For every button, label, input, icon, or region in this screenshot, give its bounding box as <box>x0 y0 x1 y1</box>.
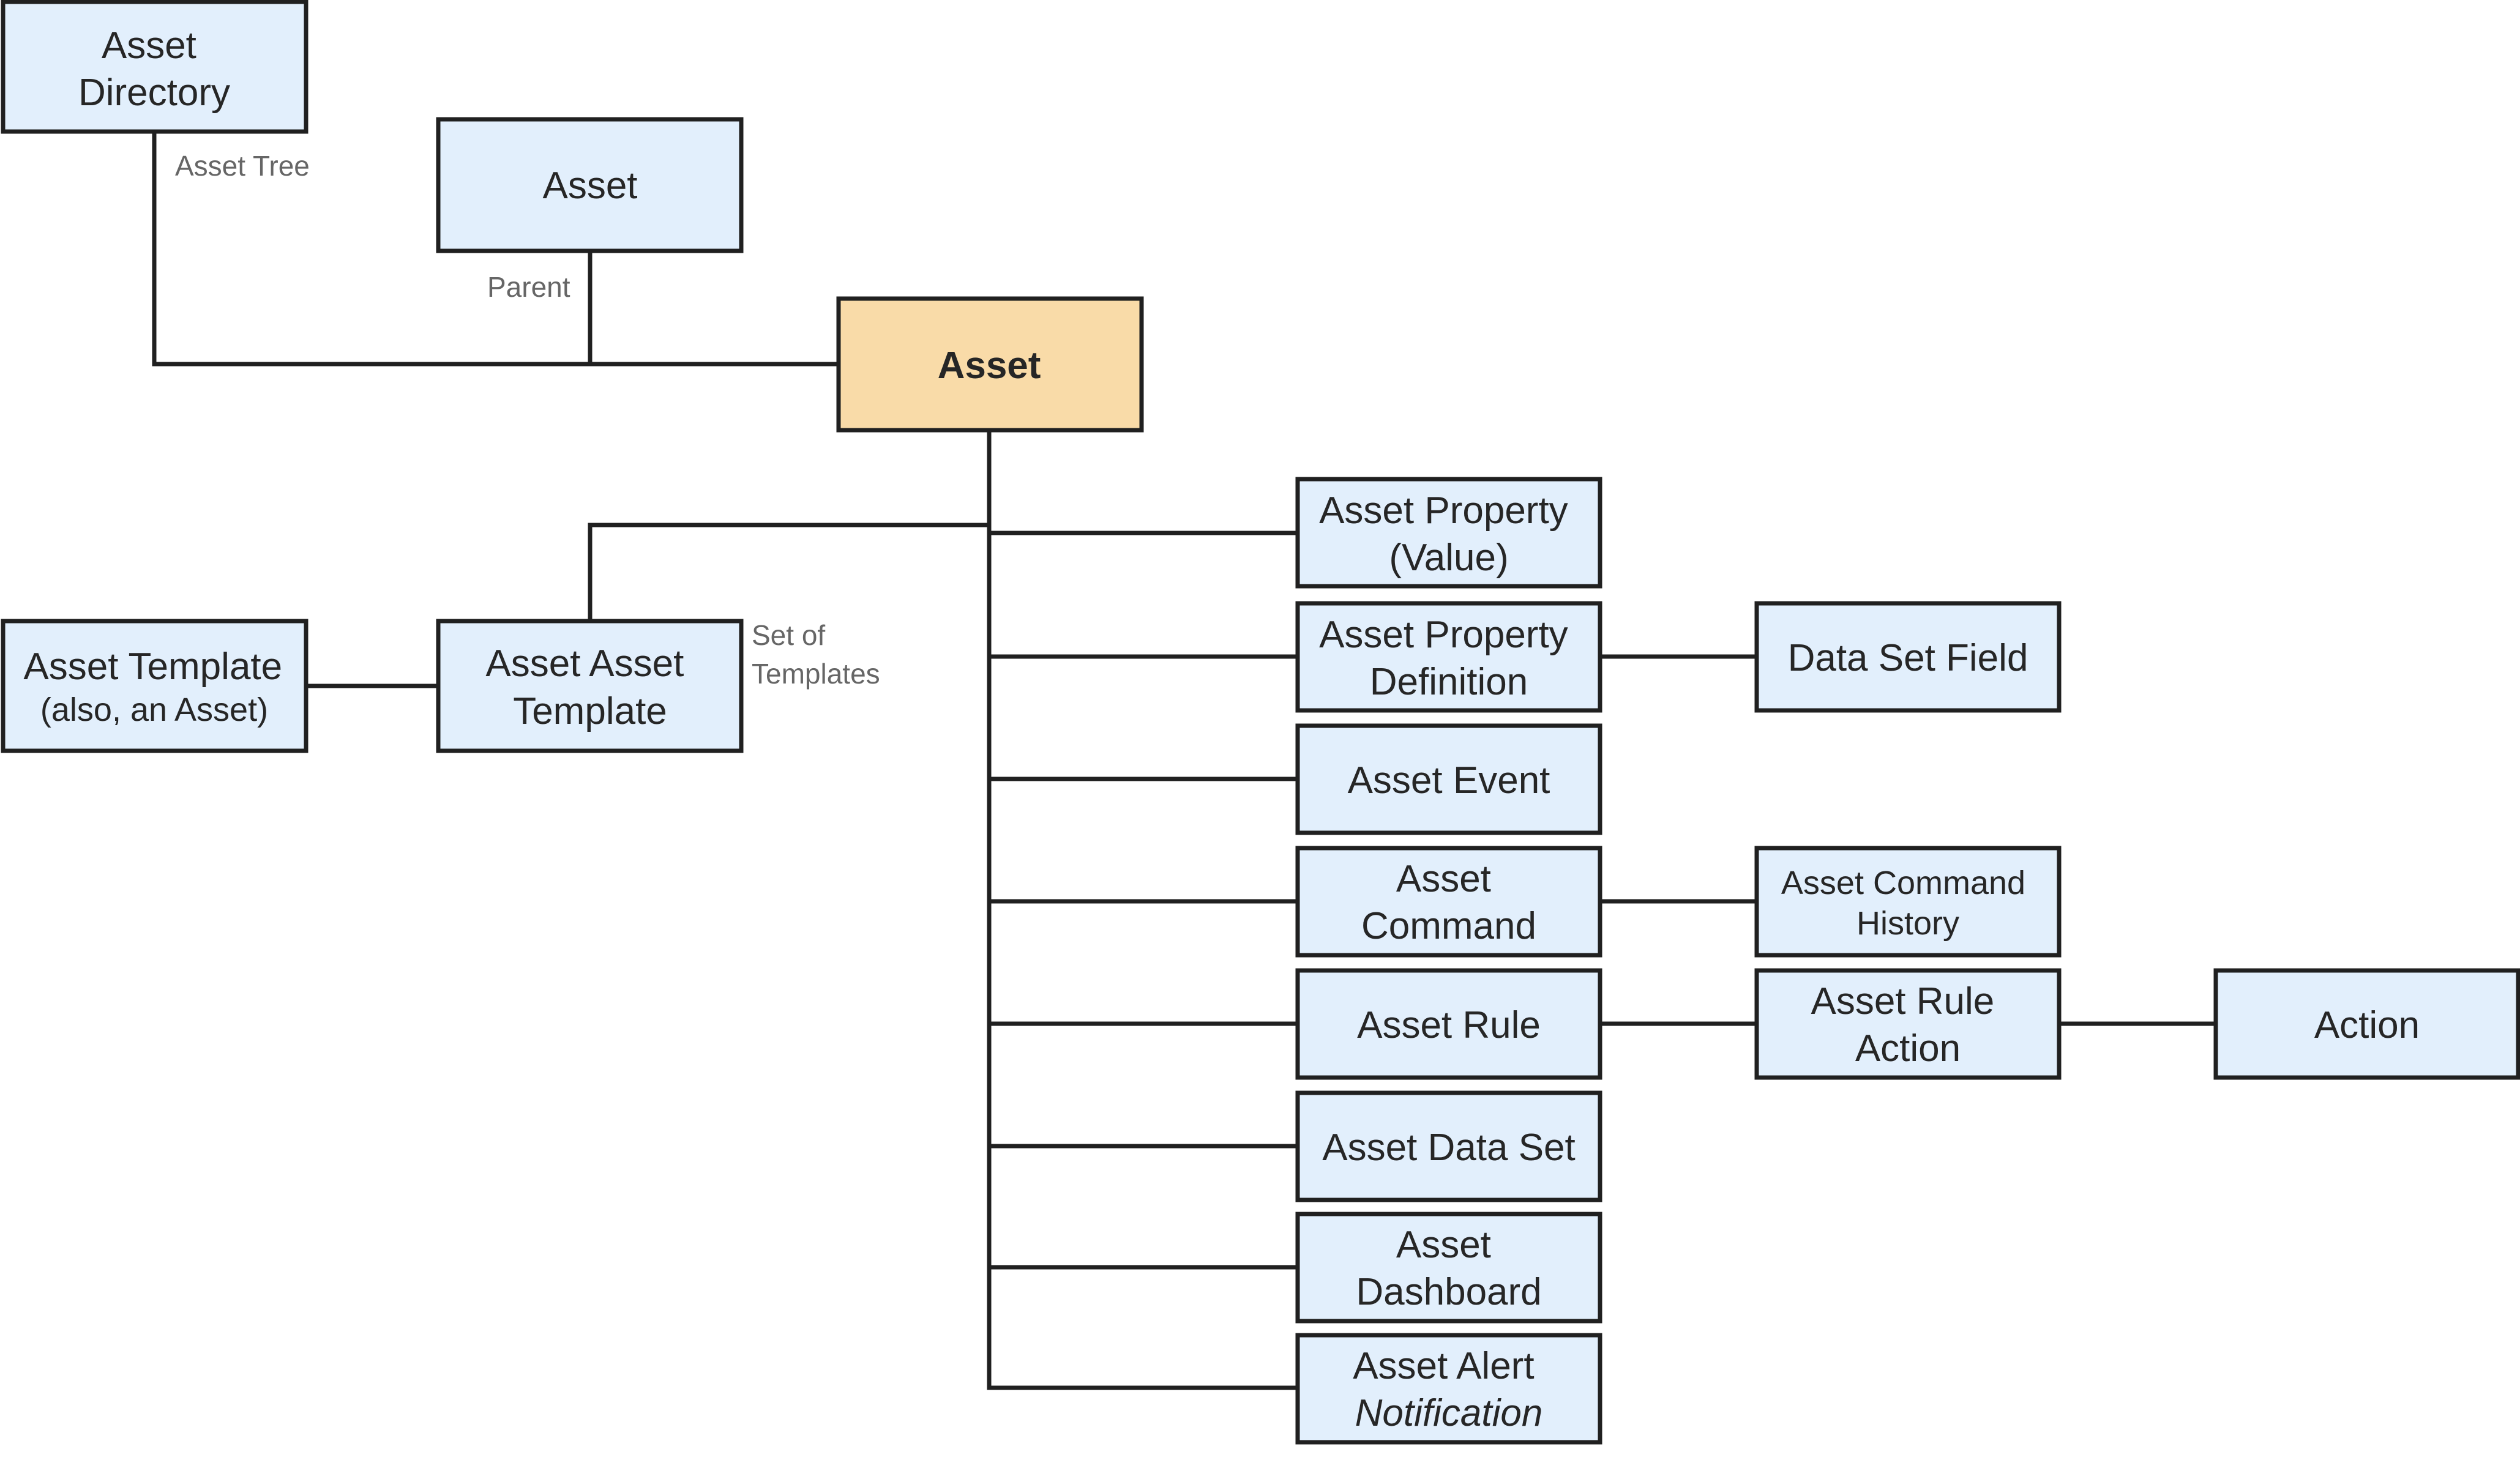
asset-event-line-1: Asset Event <box>1348 759 1550 802</box>
asset-property-value-line-2: (Value) <box>1389 537 1508 579</box>
node-asset-asset-template: Asset Asset Template <box>436 619 744 753</box>
edge-asset-asset-template <box>588 523 992 624</box>
asset-command-line-1: Asset <box>1396 858 1491 900</box>
svg-text:Action: Action <box>2314 1004 2420 1046</box>
data-set-field-line-1: Data Set Field <box>1788 637 2028 679</box>
connectors <box>152 129 2218 1390</box>
node-data-set-field: Data Set Field <box>1754 601 2062 713</box>
asset-parent-line-1: Asset <box>542 165 637 207</box>
svg-text:Asset Alert Notification: Asset Alert Notification <box>1353 1345 1545 1434</box>
node-asset-rule-action: Asset Rule Action <box>1754 968 2062 1080</box>
svg-text:Asset Asset Template: Asset Asset Template <box>485 642 694 732</box>
label-asset-tree: Asset Tree <box>175 150 310 182</box>
svg-text:Asset Template (also, an: Asset Template (also, an Asset) <box>23 646 285 728</box>
asset-property-definition-line-2: Definition <box>1370 661 1528 703</box>
asset-property-value-line-1: Asset Property <box>1319 490 1568 532</box>
svg-text:Asset Command: Asset Command <box>1361 858 1536 947</box>
svg-text:Asset Directory: Asset Directory <box>78 24 230 114</box>
svg-text:Asset Data Set: Asset Data Set <box>1322 1127 1576 1169</box>
node-asset-directory: Asset Directory <box>1 0 308 134</box>
asset-dashboard-line-1: Asset <box>1396 1224 1491 1266</box>
svg-text:Asset: Asset <box>542 165 637 207</box>
svg-text:Asset Command History: Asset Command History <box>1781 865 2035 942</box>
label-set-of-templates-line-2: Templates <box>752 658 880 690</box>
edge-asset-directory <box>152 129 841 367</box>
node-asset: Asset <box>836 296 1144 433</box>
asset-dashboard-line-2: Dashboard <box>1356 1271 1541 1313</box>
svg-text:Asset Rule: Asset Rule <box>1357 1004 1541 1046</box>
label-set-of-templates-line-1: Set of <box>752 619 825 651</box>
asset-asset-template-line-1: Asset Asset <box>485 642 684 685</box>
asset-command-line-2: Command <box>1361 905 1536 947</box>
asset-directory-line-1: Asset <box>102 24 196 67</box>
node-asset-dashboard: Asset Dashboard <box>1295 1212 1602 1324</box>
svg-text:Asset Dashboard: Asset Dashboard <box>1356 1224 1541 1313</box>
node-asset-property-definition: Asset Property Definition <box>1295 601 1602 713</box>
svg-text:Asset Property (Value): Asset Property (Value) <box>1319 490 1579 579</box>
node-asset-command: Asset Command <box>1295 846 1602 958</box>
node-asset-template: Asset Template (also, an Asset) <box>1 619 308 753</box>
asset-rule-action-line-1: Asset Rule <box>1811 980 1994 1022</box>
svg-text:Asset: Asset <box>938 345 1041 387</box>
node-asset-property-value: Asset Property (Value) <box>1295 477 1602 589</box>
node-asset-command-history: Asset Command History <box>1754 846 2062 958</box>
asset-command-history-line-2: History <box>1856 905 1959 942</box>
asset-directory-line-2: Directory <box>78 72 230 114</box>
node-asset-event: Asset Event <box>1295 723 1602 835</box>
node-asset-parent: Asset <box>436 117 744 253</box>
asset-alert-notification-line-2: Notification <box>1355 1392 1543 1434</box>
asset-line-1: Asset <box>938 345 1041 387</box>
label-set-of-templates: Set of Templates <box>752 619 880 690</box>
svg-text:Asset Event: Asset Event <box>1348 759 1550 802</box>
asset-command-history-line-1: Asset Command <box>1781 865 2025 901</box>
node-asset-alert-notification: Asset Alert Notification <box>1295 1333 1602 1445</box>
asset-data-set-line-1: Asset Data Set <box>1322 1127 1576 1169</box>
svg-text:Asset Property Definitio: Asset Property Definition <box>1319 614 1579 703</box>
asset-rule-line-1: Asset Rule <box>1357 1004 1541 1046</box>
node-action: Action <box>2213 968 2520 1080</box>
asset-asset-template-line-2: Template <box>513 690 667 732</box>
action-line-1: Action <box>2314 1004 2420 1046</box>
svg-text:Data Set Field: Data Set Field <box>1788 637 2028 679</box>
asset-template-line-2: (also, an Asset) <box>40 691 268 728</box>
node-asset-rule: Asset Rule <box>1295 968 1602 1080</box>
label-parent: Parent <box>487 271 570 303</box>
asset-alert-notification-line-1: Asset Alert <box>1353 1345 1534 1387</box>
node-asset-data-set: Asset Data Set <box>1295 1090 1602 1202</box>
asset-property-definition-line-1: Asset Property <box>1319 614 1568 656</box>
asset-rule-action-line-2: Action <box>1855 1027 1961 1070</box>
svg-text:Asset Rule Action: Asset Rule Action <box>1811 980 2005 1070</box>
asset-template-line-1: Asset Template <box>23 646 282 688</box>
